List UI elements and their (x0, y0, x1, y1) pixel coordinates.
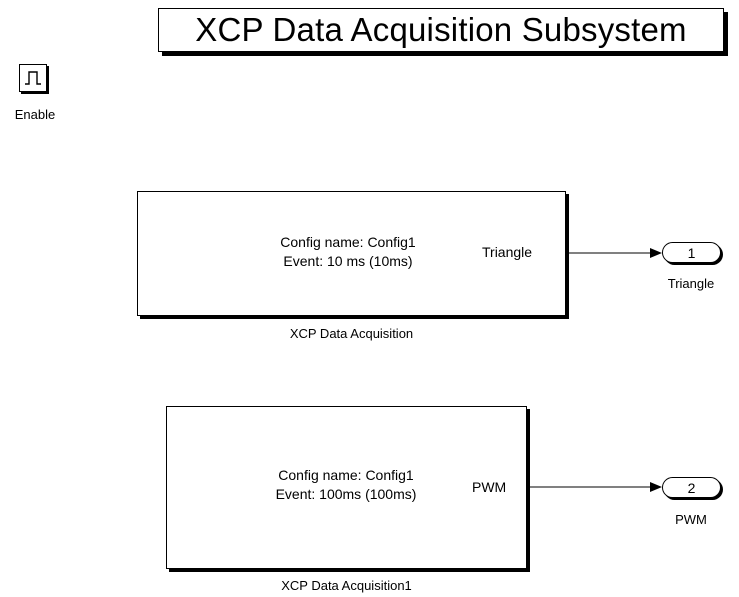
xcp-data-acquisition1-block[interactable] (166, 406, 527, 569)
enable-label: Enable (14, 107, 56, 122)
block2-caption: XCP Data Acquisition1 (281, 578, 412, 593)
block2-config-name: Config name: Config1 (278, 467, 414, 483)
outport-1-label: Triangle (667, 276, 715, 291)
block1-event: Event: 10 ms (10ms) (283, 253, 413, 269)
block1-config-text: Config name: Config1 Event: 10 ms (10ms) (232, 233, 464, 271)
block2-event: Event: 100ms (100ms) (275, 486, 417, 502)
pulse-icon (25, 71, 41, 85)
block1-output-port-label: Triangle (482, 244, 533, 260)
outport-1-block[interactable]: 1 (662, 242, 721, 263)
subsystem-title-box: XCP Data Acquisition Subsystem (158, 8, 724, 52)
arrowhead-triangle (650, 248, 662, 258)
xcp-data-acquisition-block[interactable] (137, 191, 566, 316)
block1-caption: XCP Data Acquisition (289, 326, 414, 341)
outport-1-number: 1 (687, 244, 696, 261)
block2-config-text: Config name: Config1 Event: 100ms (100ms… (230, 466, 462, 504)
block2-output-port-label: PWM (472, 479, 507, 495)
arrowhead-pwm (650, 482, 662, 492)
block1-config-name: Config name: Config1 (280, 234, 416, 250)
outport-2-label: PWM (675, 512, 707, 527)
subsystem-title: XCP Data Acquisition Subsystem (195, 11, 687, 48)
outport-2-number: 2 (687, 479, 696, 496)
outport-2-block[interactable]: 2 (662, 477, 721, 498)
enable-port-block[interactable] (19, 64, 47, 92)
